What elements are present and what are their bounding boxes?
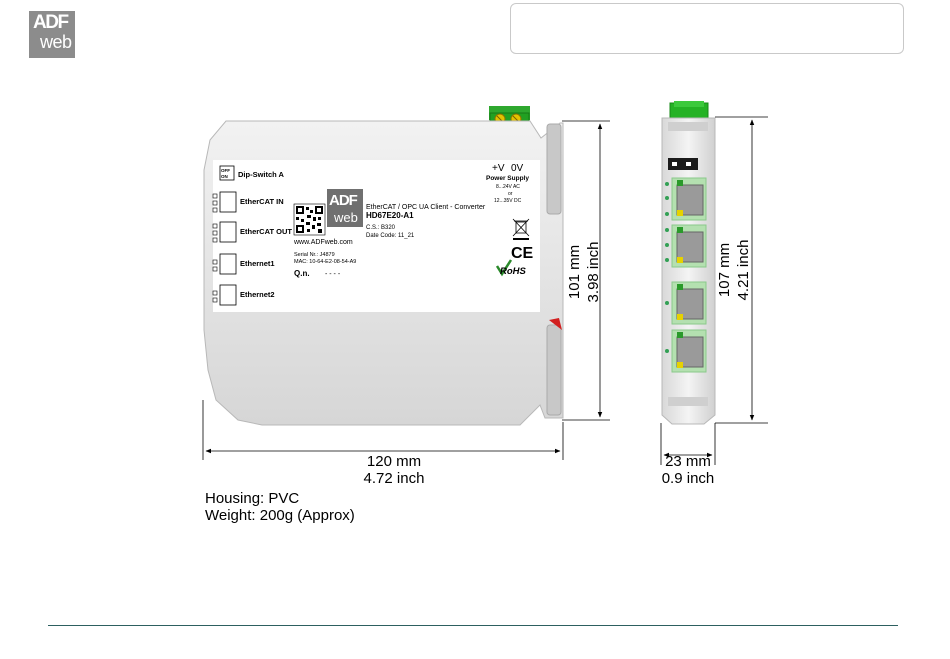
depth-inch: 0.9 inch	[662, 470, 715, 487]
ethernet2-label: Ethernet2	[240, 290, 275, 299]
supply-or: or	[508, 191, 513, 197]
weight-spec: Weight: 200g (Approx)	[205, 507, 355, 524]
ethercat-out-port-icon	[212, 221, 237, 243]
power-supply-label: Power Supply	[486, 175, 529, 182]
dip-switch-label: Dip-Switch A	[238, 170, 285, 179]
cs-code: C.S.: B320	[366, 225, 396, 231]
serial-number: Serial Nr.: J4879	[294, 252, 335, 258]
front-height-inch: 3.98 inch	[585, 242, 602, 303]
weee-bin-icon	[512, 218, 530, 240]
ethernet1-port-icon	[212, 253, 237, 275]
side-height-mm: 107 mm	[716, 243, 733, 297]
front-height-mm: 101 mm	[566, 245, 583, 299]
date-code: Date Code: 11_21	[366, 233, 415, 239]
device-specs: Housing: PVC Weight: 200g (Approx)	[205, 490, 355, 524]
supply-dc: 12...35V DC	[494, 198, 522, 204]
adfweb-brand-mark: ADF web	[327, 189, 363, 227]
brand-mark-bottom: web	[333, 210, 358, 225]
dip-code-on: ON	[221, 174, 228, 179]
ethernet2-port-icon	[212, 284, 237, 306]
ethernet1-label: Ethernet1	[240, 259, 275, 268]
supply-ac: 8...24V AC	[496, 184, 520, 190]
housing-spec: Housing: PVC	[205, 490, 300, 507]
rj45-port-2	[665, 224, 707, 268]
side-height-inch: 4.21 inch	[735, 240, 752, 301]
ce-mark: CE	[511, 245, 534, 262]
depth-mm: 23 mm	[665, 453, 711, 470]
rohs-check-icon	[495, 259, 513, 277]
ethercat-in-port-icon	[212, 191, 237, 213]
mac-address: MAC: 10-64-E2-08-54-A9	[294, 259, 356, 265]
logo-text-top: ADF	[33, 12, 69, 33]
front-view: OFF ON Dip-Switch A EtherCAT IN EtherCAT…	[203, 106, 564, 426]
qn-label: Q.n.	[294, 269, 310, 278]
dip-code-off: OFF	[221, 168, 230, 173]
side-view	[661, 101, 716, 425]
footer-divider	[48, 625, 898, 626]
supply-zero-v: 0V	[511, 163, 524, 174]
rj45-port-1	[665, 177, 707, 221]
width-mm: 120 mm	[367, 453, 421, 470]
product-code: HD67E20-A1	[366, 211, 414, 220]
rohs-mark: RoHS	[500, 266, 527, 277]
dip-switch-icon: OFF ON	[219, 165, 235, 181]
side-dip-switch	[668, 158, 698, 170]
website: www.ADFweb.com	[293, 239, 353, 246]
ethercat-in-label: EtherCAT IN	[240, 197, 284, 206]
logo-text-bottom: web	[40, 32, 72, 52]
rj45-port-4	[665, 329, 707, 373]
rj45-port-3	[665, 281, 707, 325]
product-description: EtherCAT / OPC UA Client - Converter	[366, 204, 486, 211]
qn-value: - - - -	[325, 271, 341, 278]
header-box	[510, 3, 904, 54]
front-label	[213, 160, 540, 312]
supply-plus-v: +V	[492, 163, 505, 174]
adfweb-logo: ADF web	[29, 11, 75, 58]
dimension-lines	[202, 116, 768, 465]
qr-code-icon	[293, 203, 326, 236]
width-inch: 4.72 inch	[364, 470, 425, 487]
brand-mark-top: ADF	[329, 192, 358, 209]
ethercat-out-label: EtherCAT OUT	[240, 227, 292, 236]
